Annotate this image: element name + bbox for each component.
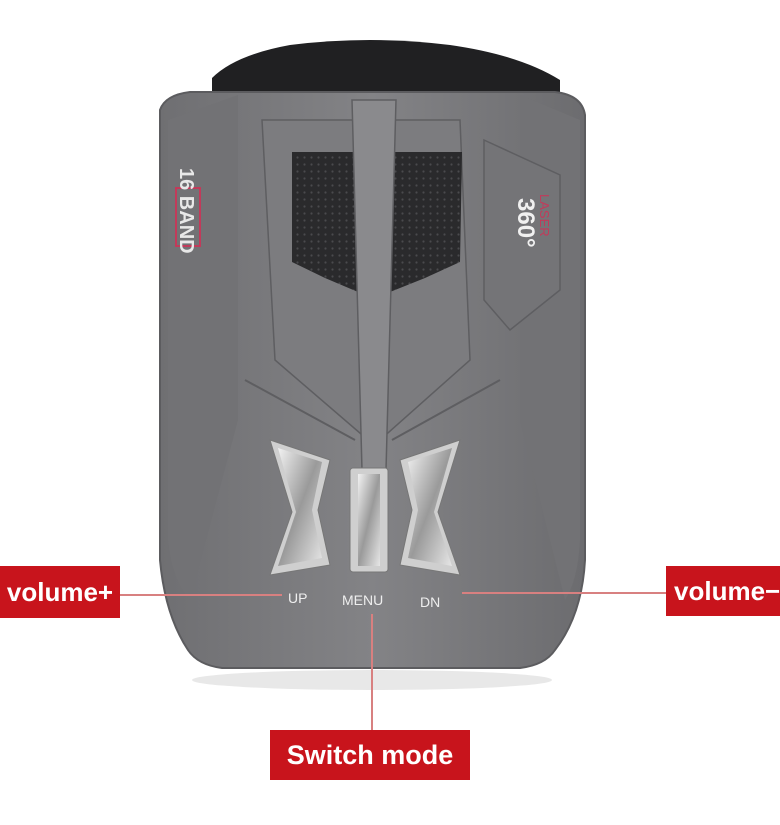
lower-line-right [391, 379, 501, 441]
badge-plate [483, 138, 561, 332]
badge-number: 360° [512, 198, 539, 248]
mount-bracket [212, 40, 560, 105]
down-button[interactable] [399, 439, 461, 576]
band-text: 16 BAND [175, 168, 197, 254]
volume-down-leader-line [462, 592, 666, 594]
menu-button[interactable] [349, 467, 389, 573]
laser-badge: 360° LASER [512, 194, 552, 248]
badge-text: LASER [537, 194, 552, 237]
left-panel [168, 95, 238, 600]
switch-mode-leader-line [371, 614, 373, 730]
speaker-grille-left [292, 152, 358, 292]
volume-down-callout: volume− [666, 566, 780, 616]
volume-up-callout: volume+ [0, 566, 120, 618]
speaker-grille-right [390, 152, 462, 292]
up-button[interactable] [269, 439, 331, 576]
down-button-label: DN [420, 594, 441, 610]
volume-up-leader-line [120, 594, 282, 596]
menu-button-label: MENU [342, 592, 384, 608]
switch-mode-callout: Switch mode [270, 730, 470, 780]
lower-line-left [244, 379, 356, 441]
up-button-label: UP [288, 590, 308, 606]
band-box [175, 187, 201, 247]
band-label: 16 BAND [175, 168, 201, 254]
